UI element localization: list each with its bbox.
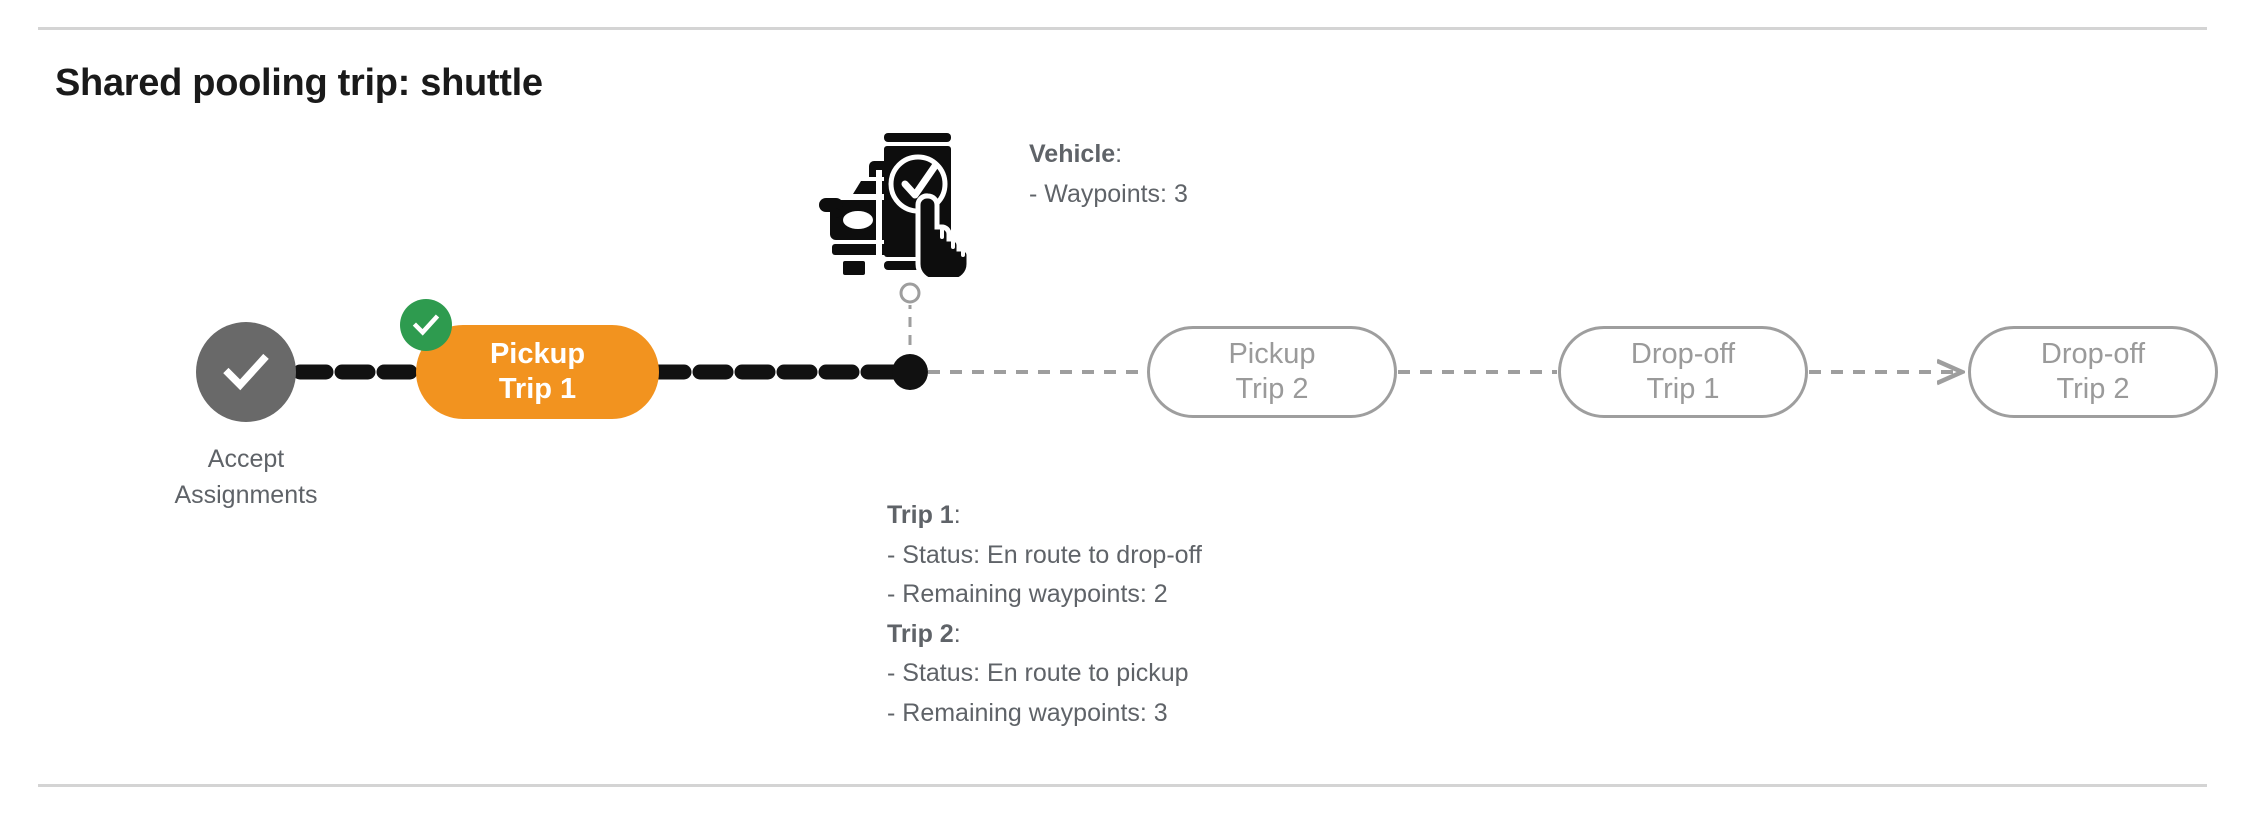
vehicle-leader-endpoint: [899, 282, 921, 304]
vehicle-info-heading-colon: :: [1115, 140, 1123, 168]
trip-2-heading-text: Trip 2: [887, 619, 954, 648]
trip-1-heading: Trip 1:: [887, 496, 1202, 536]
vehicle-info-heading: Vehicle:: [1029, 135, 1188, 175]
node-pickup-trip-2-line2: Trip 2: [1235, 373, 1309, 405]
node-dropoff-trip-2[interactable]: Drop-off Trip 2: [1968, 326, 2218, 418]
node-dropoff-trip-2-line2: Trip 2: [2056, 373, 2130, 405]
trip-1-heading-colon: :: [953, 501, 961, 529]
check-icon: [412, 314, 440, 336]
node-pickup-trip-1[interactable]: Pickup Trip 1: [416, 325, 659, 419]
trip-1-remaining-waypoints: - Remaining waypoints: 2: [887, 580, 1168, 608]
node-accept-assignments-caption: Accept Assignments: [116, 442, 376, 513]
node-accept-assignments[interactable]: [196, 322, 296, 422]
node-pickup-trip-2-line1: Pickup: [1228, 337, 1316, 370]
check-badge-icon: [400, 299, 452, 351]
caption-line-2: Assignments: [174, 480, 318, 509]
caption-line-1: Accept: [207, 445, 285, 473]
vehicle-position-dot: [892, 354, 928, 390]
node-pickup-trip-2[interactable]: Pickup Trip 2: [1147, 326, 1397, 418]
node-dropoff-trip-1-line1: Drop-off: [1630, 337, 1736, 370]
node-dropoff-trip-1-line2: Trip 1: [1646, 373, 1720, 405]
vehicle-info-block: Vehicle: - Waypoints: 3: [1029, 135, 1188, 214]
car-phone-check-icon-svg: [819, 133, 972, 284]
trip-1-status: - Status: En route to drop-off: [887, 540, 1202, 569]
node-dropoff-trip-2-line1: Drop-off: [2040, 337, 2146, 370]
page-title: Shared pooling trip: shuttle: [55, 62, 543, 104]
vehicle-info-line-1: - Waypoints: 3: [1029, 179, 1188, 208]
node-pickup-trip-1-line2: Trip 1: [498, 373, 577, 405]
car-phone-check-icon: [818, 122, 978, 284]
node-dropoff-trip-1[interactable]: Drop-off Trip 1: [1558, 326, 1808, 418]
trip-2-heading: Trip 2:: [887, 615, 1202, 655]
trip-2-remaining-waypoints: - Remaining waypoints: 3: [887, 698, 1168, 727]
trips-info-block: Trip 1: - Status: En route to drop-off -…: [887, 496, 1202, 733]
check-icon: [223, 353, 269, 391]
divider-top: [38, 27, 2207, 30]
trip-2-heading-colon: :: [953, 619, 961, 648]
trip-2-status: - Status: En route to pickup: [887, 659, 1189, 687]
vehicle-info-heading-text: Vehicle: [1029, 140, 1116, 168]
node-pickup-trip-1-line1: Pickup: [489, 337, 586, 370]
trip-1-heading-text: Trip 1: [887, 501, 954, 529]
divider-bottom: [38, 784, 2207, 787]
